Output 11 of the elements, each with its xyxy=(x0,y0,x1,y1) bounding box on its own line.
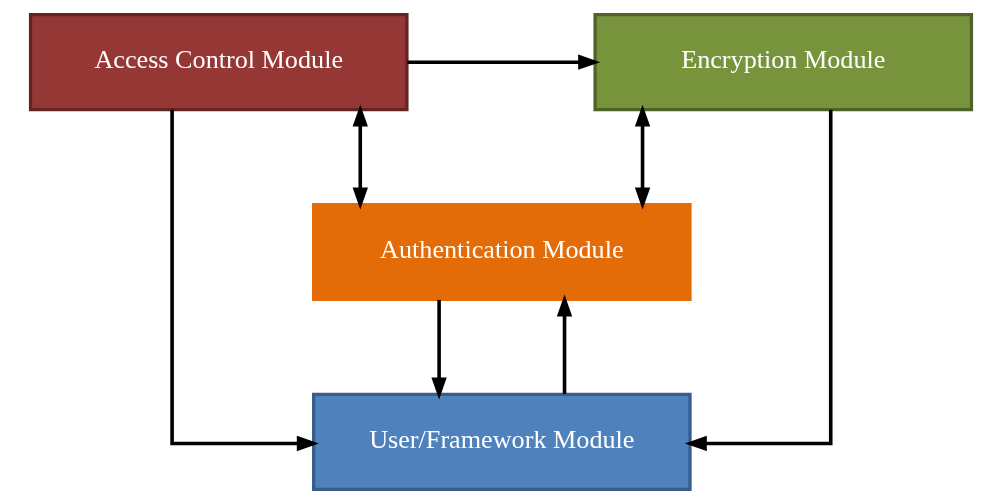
node-box: Authentication Module xyxy=(312,202,692,302)
arrow xyxy=(170,109,319,452)
node-box: User/Framework Module xyxy=(312,392,692,491)
arrow xyxy=(407,54,601,70)
arrow xyxy=(634,104,651,210)
arrow xyxy=(684,109,833,452)
node-box: Encryption Module xyxy=(593,13,974,112)
arrow xyxy=(556,294,573,394)
node-box: Access Control Module xyxy=(28,13,409,112)
arrow xyxy=(431,299,447,400)
arrow xyxy=(352,104,368,210)
